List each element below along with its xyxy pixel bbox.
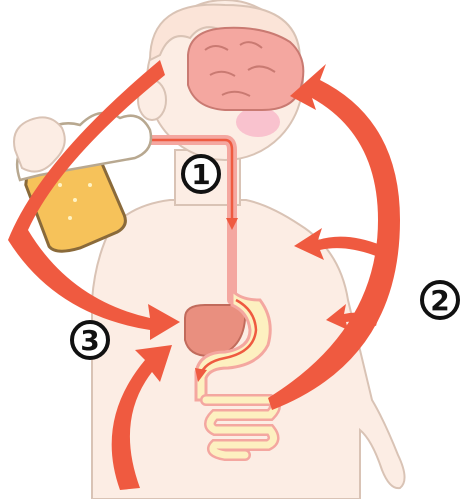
- cheek-blush: [236, 107, 280, 137]
- route-3-number: 3: [80, 327, 99, 355]
- brain: [188, 28, 303, 110]
- route-2-number: 2: [430, 287, 449, 315]
- route-2-label: 2: [420, 280, 460, 320]
- route-1-label: 1: [181, 154, 221, 194]
- route-3-label: 3: [70, 320, 110, 360]
- route-1-number: 1: [191, 161, 210, 189]
